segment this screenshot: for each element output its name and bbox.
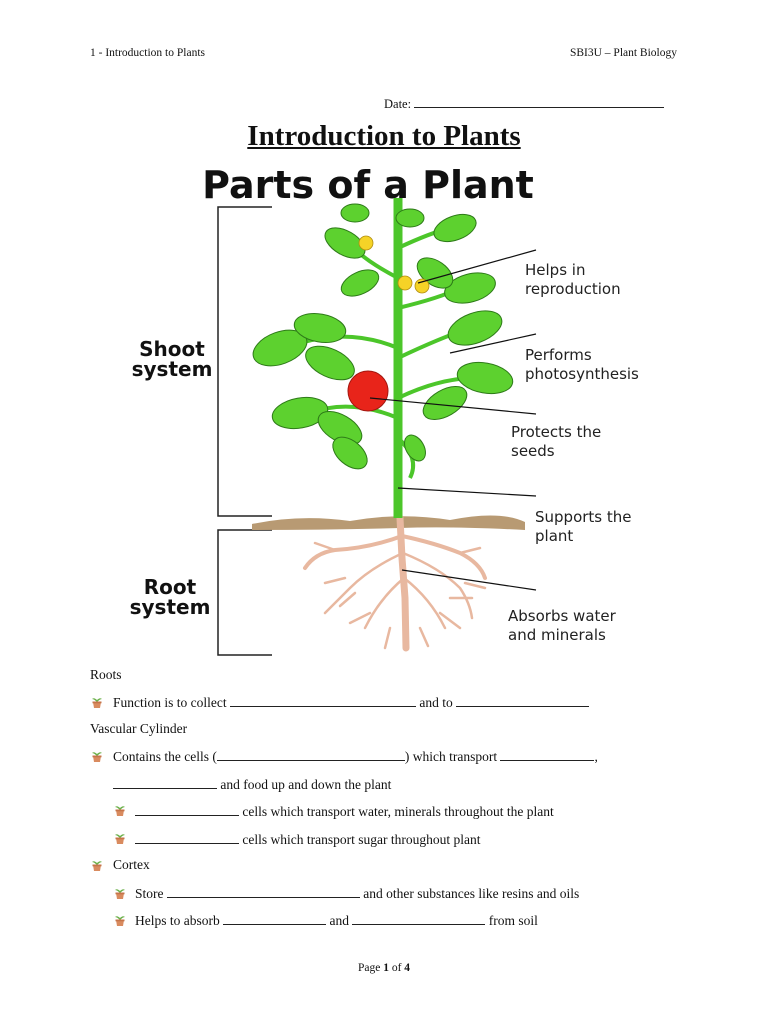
- callout-lines: [369, 249, 537, 591]
- callout-texts: Helps in reproduction Performs photosynt…: [508, 261, 639, 644]
- cortex-s1-text-a: Store: [135, 886, 164, 901]
- callout-seeds-1: Protects the: [511, 423, 601, 441]
- roots-item-1: Function is to collect and to: [113, 694, 590, 711]
- vasc-s1-text: cells which transport water, minerals th…: [242, 804, 554, 819]
- roots-b1-text-b: and to: [419, 695, 453, 710]
- callout-photosynthesis-2: photosynthesis: [525, 365, 639, 383]
- pot-bullet-icon: [90, 695, 104, 709]
- callout-supports-1: Supports the: [535, 508, 632, 526]
- callout-seeds-2: seeds: [511, 442, 555, 460]
- page-title: Introduction to Plants: [247, 120, 521, 152]
- date-label: Date:: [384, 97, 412, 111]
- diagram-heading: Parts of a Plant: [202, 163, 534, 207]
- blank-roots-to[interactable]: [456, 694, 590, 707]
- footer-of-word: of: [391, 962, 402, 974]
- shoot-bracket: [217, 206, 272, 517]
- blank-xylem[interactable]: [135, 803, 239, 816]
- blank-vasc-cells[interactable]: [216, 748, 405, 761]
- date-field: Date:: [384, 95, 665, 112]
- roots-heading: Roots: [90, 667, 122, 682]
- pot-bullet-icon: [113, 831, 127, 845]
- vasc-b1-text-b: ) which transport: [404, 749, 498, 764]
- vasc-b1-text-a: Contains the cells (: [113, 749, 217, 764]
- plant-diagram: Parts of a Plant Shoot system Root syste…: [130, 163, 639, 656]
- cortex-heading: Cortex: [113, 857, 150, 872]
- cortex-sub-1: Store and other substances like resins a…: [135, 885, 579, 902]
- shoot-label-1: Shoot: [139, 337, 205, 361]
- roots-b1-text-a: Function is to collect: [113, 695, 227, 710]
- tomato-fruit: [347, 370, 389, 412]
- vasc-b1-text-c: ,: [594, 749, 598, 764]
- cortex-sub-2: Helps to absorb and from soil: [135, 912, 538, 929]
- blank-vasc-transport[interactable]: [500, 748, 595, 761]
- pot-bullet-icon: [113, 803, 127, 817]
- callout-reproduction-1: Helps in: [525, 261, 585, 279]
- header-left: 1 - Introduction to Plants: [90, 47, 205, 59]
- cortex-s2-text-b: and: [329, 913, 350, 928]
- pot-bullet-icon: [90, 749, 104, 763]
- pot-bullet-icon: [113, 886, 127, 900]
- root-label-1: Root: [144, 575, 197, 599]
- blank-roots-collect[interactable]: [230, 694, 416, 707]
- cortex-s1-text-b: and other substances like resins and oil…: [363, 886, 580, 901]
- date-blank[interactable]: [414, 95, 665, 108]
- callout-photosynthesis-1: Performs: [525, 346, 592, 364]
- vasc-cont-text: and food up and down the plant: [220, 777, 392, 792]
- vascular-item-1-cont: and food up and down the plant: [113, 776, 391, 793]
- blank-cortex-absorb-1[interactable]: [223, 912, 327, 925]
- blank-phloem[interactable]: [135, 831, 239, 844]
- cortex-s2-text-c: from soil: [488, 913, 538, 928]
- footer-page-word: Page: [357, 962, 381, 974]
- callout-absorbs-1: Absorbs water: [508, 607, 617, 625]
- cortex-s2-text-a: Helps to absorb: [135, 913, 220, 928]
- vascular-sub-1: cells which transport water, minerals th…: [135, 803, 554, 820]
- soil: [252, 515, 525, 530]
- callout-reproduction-2: reproduction: [525, 280, 621, 298]
- vasc-s2-text: cells which transport sugar throughout p…: [242, 832, 481, 847]
- blank-vasc-second[interactable]: [113, 776, 217, 789]
- pot-bullet-icon: [113, 913, 127, 927]
- header-right: SBI3U – Plant Biology: [569, 47, 677, 59]
- footer-page-total: 4: [404, 962, 411, 974]
- blank-cortex-store[interactable]: [166, 885, 360, 898]
- leaves: [252, 203, 514, 470]
- pot-bullet-icon: [90, 858, 104, 872]
- roots: [303, 514, 487, 652]
- shoot-label-2: system: [132, 357, 213, 381]
- root-bracket: [217, 529, 272, 656]
- footer-page-num: 1: [383, 962, 389, 974]
- vascular-heading: Vascular Cylinder: [90, 721, 188, 736]
- callout-absorbs-2: and minerals: [508, 626, 606, 644]
- page-footer: Page 1 of 4: [0, 962, 768, 974]
- blank-cortex-absorb-2[interactable]: [352, 912, 486, 925]
- vascular-item-1: Contains the cells ( ) which transport ,: [113, 748, 598, 765]
- root-label-2: system: [130, 595, 211, 619]
- vascular-sub-2: cells which transport sugar throughout p…: [135, 831, 480, 848]
- callout-supports-2: plant: [535, 527, 573, 545]
